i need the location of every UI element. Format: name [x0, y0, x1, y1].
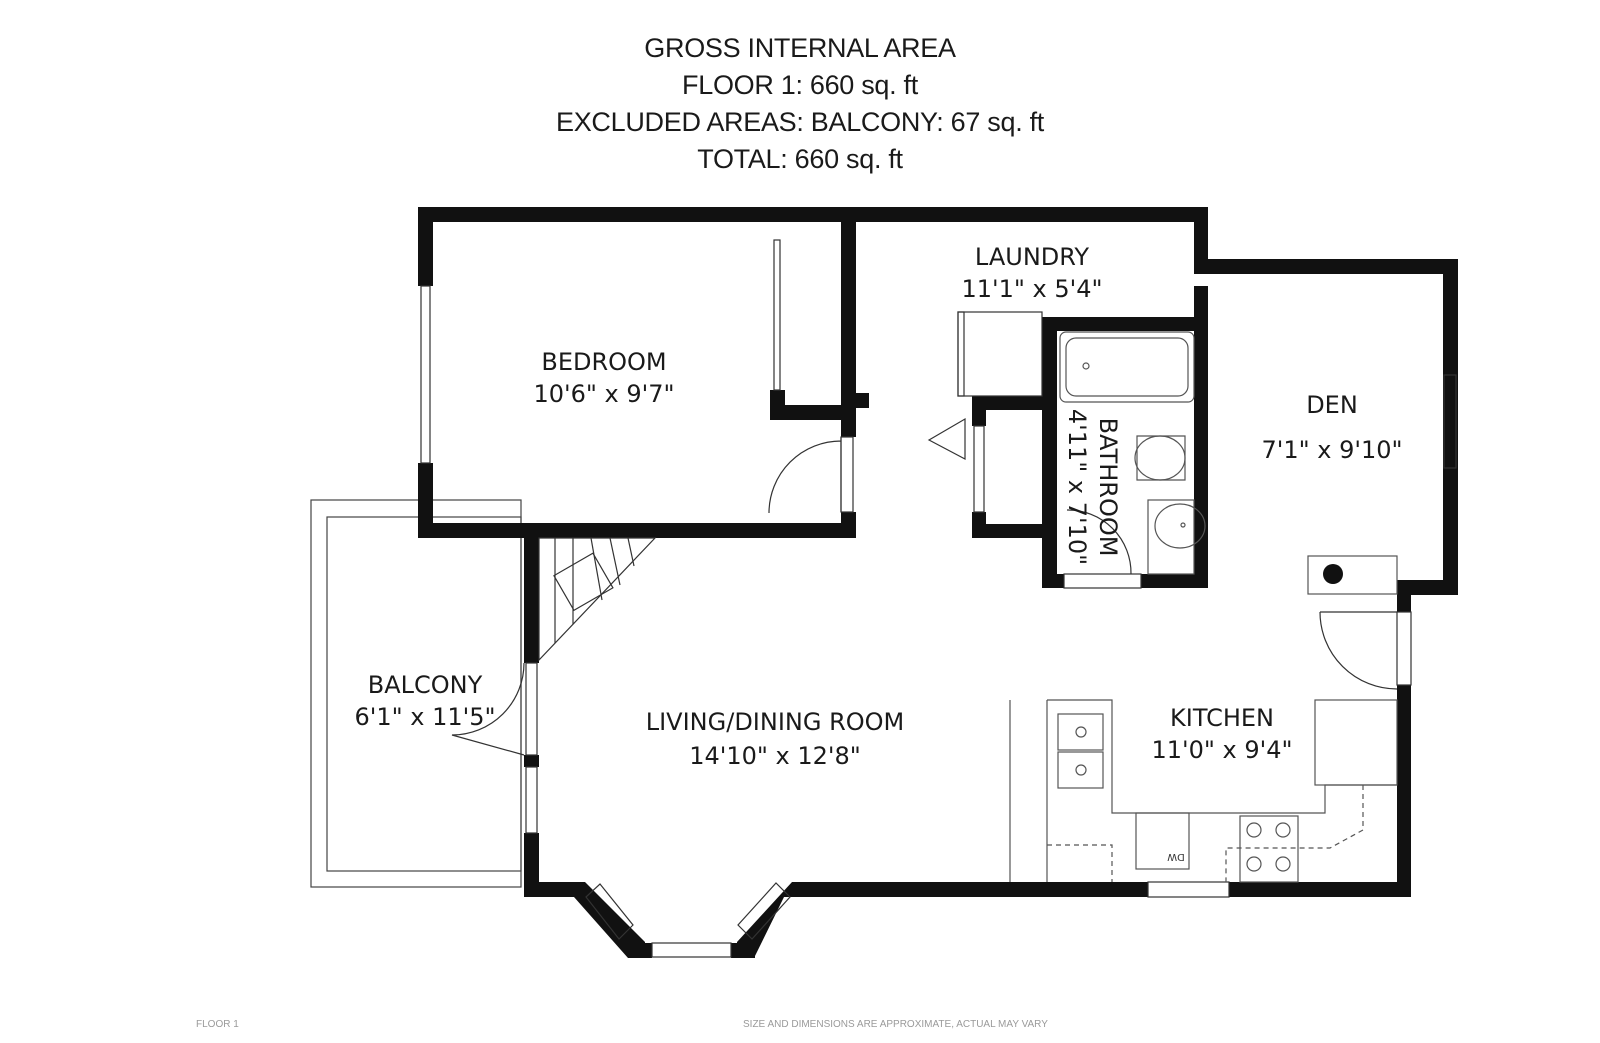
- doors: [451, 311, 1398, 756]
- bedroom-name: BEDROOM: [541, 348, 666, 376]
- dishwasher-label: DW: [1167, 851, 1185, 862]
- living-name: LIVING/DINING ROOM: [646, 708, 905, 736]
- walls: [418, 207, 1458, 958]
- kitchen-name: KITCHEN: [1170, 704, 1274, 732]
- balcony-dims: 6'1" x 11'5": [354, 703, 495, 731]
- laundry-name: LAUNDRY: [975, 243, 1089, 271]
- bathroom-name: BATHROOM: [1094, 418, 1122, 557]
- kitchen-dims: 11'0" x 9'4": [1151, 736, 1292, 764]
- area-summary: GROSS INTERNAL AREA FLOOR 1: 660 sq. ft …: [0, 30, 1600, 178]
- kitchen-fixtures: [1009, 555, 1398, 883]
- water-heater-icon: [1323, 564, 1343, 584]
- den-dims: 7'1" x 9'10": [1261, 436, 1402, 464]
- gross-area-heading: GROSS INTERNAL AREA: [644, 33, 956, 63]
- floor-area: FLOOR 1: 660 sq. ft: [682, 70, 918, 100]
- room-labels: BEDROOM 10'6" x 9'7" LAUNDRY 11'1" x 5'4…: [354, 243, 1402, 862]
- bathroom-fixtures: [1059, 331, 1206, 575]
- floor-label: FLOOR 1: [196, 1019, 239, 1030]
- laundry-dims: 11'1" x 5'4": [961, 275, 1102, 303]
- balcony-name: BALCONY: [368, 671, 483, 699]
- disclaimer: SIZE AND DIMENSIONS ARE APPROXIMATE, ACT…: [743, 1019, 1048, 1030]
- bathroom-dims: 4'11" x 7'10": [1063, 409, 1091, 565]
- stairs: [538, 537, 657, 662]
- total-area: TOTAL: 660 sq. ft: [697, 144, 903, 174]
- den-name: DEN: [1306, 391, 1358, 419]
- excluded-area: EXCLUDED AREAS: BALCONY: 67 sq. ft: [556, 107, 1044, 137]
- living-dims: 14'10" x 12'8": [689, 742, 861, 770]
- windows: [420, 239, 1457, 958]
- bedroom-dims: 10'6" x 9'7": [533, 380, 674, 408]
